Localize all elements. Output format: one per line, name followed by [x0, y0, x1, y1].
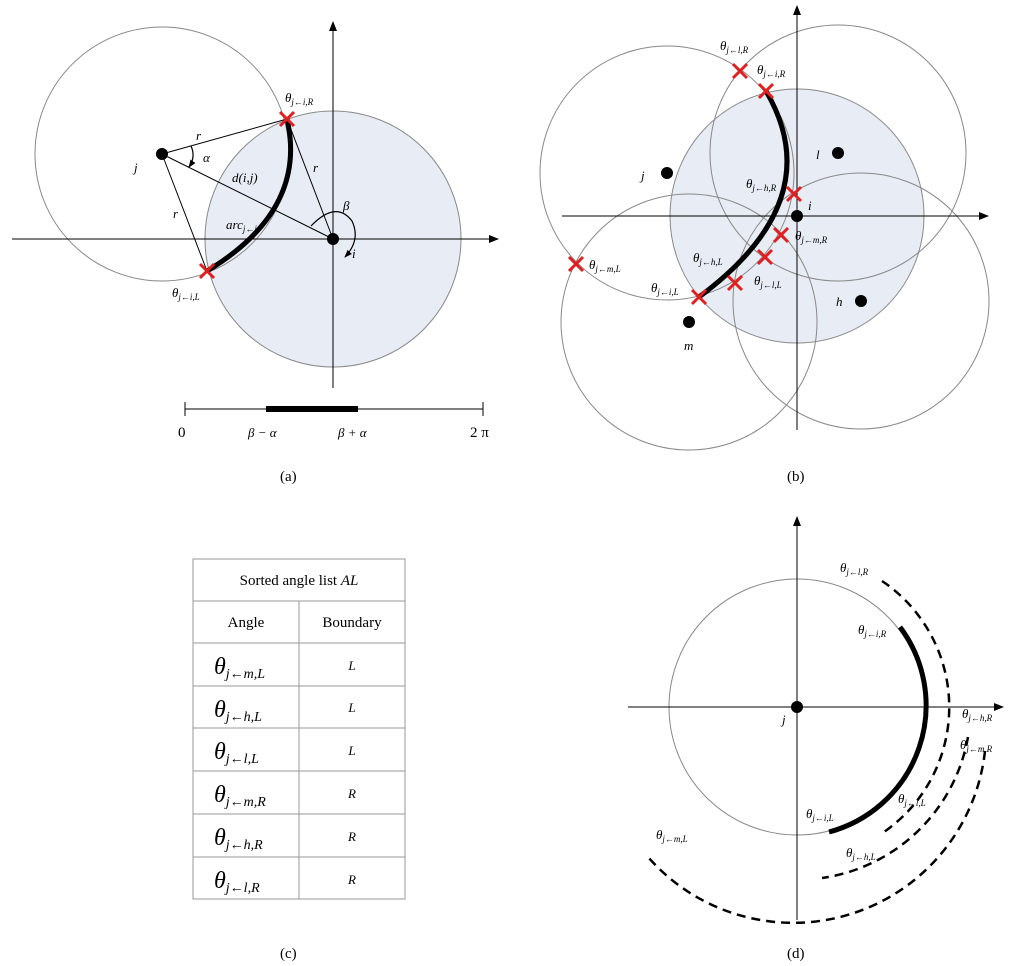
theta-hL: θj←h,L — [693, 250, 723, 267]
beta-arc — [310, 211, 356, 258]
theta-iL: θj←i,L — [651, 280, 679, 297]
table-header-angle: Angle — [228, 615, 265, 631]
cross-lL — [726, 274, 744, 292]
node-j-dot — [661, 167, 673, 179]
table-title: Sorted angle list AL — [240, 573, 359, 589]
cross-iR — [757, 82, 775, 100]
theta-iR: θj←i,R — [757, 62, 786, 79]
cross-theta-r — [278, 110, 296, 128]
dashed-arc-h — [821, 736, 970, 880]
table-row-angle: θj←l,L — [214, 739, 259, 767]
label-h: h — [836, 294, 843, 309]
circle-l — [709, 24, 967, 282]
table-row-angle: θj←l,R — [214, 868, 260, 896]
cross-iL — [690, 288, 708, 306]
theta-mR: θj←m,R — [960, 737, 993, 754]
arc-j-i — [697, 89, 790, 300]
panel-c: Sorted angle list AL Angle Boundary θj←m… — [192, 558, 406, 962]
label-r-lower: r — [173, 206, 179, 221]
node-m-dot — [683, 316, 695, 328]
cross-mL — [567, 255, 585, 273]
label-theta-l: θj←i,L — [172, 285, 200, 302]
theta-iR: θj←i,R — [858, 622, 887, 639]
theta-hR: θj←h,R — [962, 706, 993, 723]
node-l-dot — [832, 147, 844, 159]
alpha-arc — [188, 145, 196, 168]
panel-a: j i r r r α β d(i,j) arcj←i θj←i,R θj←i,… — [12, 21, 499, 485]
radius-line-right — [286, 118, 334, 240]
table-row-boundary: L — [347, 700, 355, 715]
label-i: i — [808, 198, 812, 213]
arc-j-i — [205, 118, 294, 274]
theta-lR: θj←l,R — [840, 560, 869, 577]
label-i: i — [352, 246, 356, 261]
cross-mR — [772, 226, 790, 244]
cross-hL — [756, 248, 774, 266]
node-i-dot — [327, 233, 339, 245]
caption-a: (a) — [280, 469, 297, 485]
scale-end: 2 π — [470, 425, 489, 441]
panel-d: j θj←l,R θj←i,R θj←h,R θj←m,R θj←l,L θj←… — [628, 516, 1004, 962]
table-row-angle: θj←m,R — [214, 782, 266, 810]
scale-start: 0 — [178, 425, 186, 441]
table-row-boundary: L — [347, 743, 355, 758]
theta-mL: θj←m,L — [656, 827, 688, 844]
label-l: l — [816, 147, 820, 162]
cross-hR — [785, 185, 803, 203]
label-alpha: α — [203, 150, 211, 165]
table-row-boundary: R — [347, 872, 356, 887]
node-i-dot — [791, 210, 803, 222]
node-j-dot — [791, 701, 803, 713]
label-j: j — [132, 160, 138, 175]
theta-iL: θj←i,L — [806, 806, 834, 823]
circle-m — [560, 193, 818, 451]
table-row-angle: θj←h,L — [214, 697, 262, 725]
label-r-right: r — [313, 160, 319, 175]
cross-theta-l — [198, 262, 216, 280]
theta-lR: θj←l,R — [720, 38, 749, 55]
radius-line-upper — [161, 118, 288, 155]
node-h-dot — [855, 295, 867, 307]
label-theta-r: θj←i,R — [285, 90, 314, 107]
caption-b: (b) — [787, 469, 805, 485]
dashed-arc-m — [647, 750, 987, 925]
table-header-boundary: Boundary — [322, 615, 382, 631]
scale-left: β − α — [247, 425, 278, 440]
radius-line-lower — [161, 153, 208, 272]
node-j-dot — [156, 148, 168, 160]
label-beta: β — [342, 198, 350, 213]
crosses — [567, 62, 803, 306]
caption-d: (d) — [787, 946, 805, 962]
circle-h — [732, 172, 990, 430]
table-row-angle: θj←h,R — [214, 825, 263, 853]
dashed-arc-l — [880, 579, 951, 836]
solid-arc-i — [828, 625, 929, 835]
theta-mL: θj←m,L — [589, 257, 621, 274]
panel-b: j i l h m θj←l,R θj←i,R θj←h,R θj←m,R θj… — [539, 5, 990, 485]
caption-c: (c) — [280, 946, 297, 962]
theta-hL: θj←h,L — [846, 845, 876, 862]
table-row-boundary: R — [347, 786, 356, 801]
label-j: j — [639, 168, 645, 183]
theta-mR: θj←m,R — [795, 228, 828, 245]
label-dij: d(i,j) — [232, 170, 258, 185]
circle-j — [539, 45, 795, 301]
table-row-boundary: L — [347, 658, 355, 673]
label-arc: arcj←i — [226, 217, 257, 234]
theta-lL: θj←l,L — [754, 273, 782, 290]
table-row-angle: θj←m,L — [214, 654, 265, 682]
theta-hR: θj←h,R — [746, 176, 777, 193]
label-m: m — [684, 338, 693, 353]
theta-lL: θj←l,L — [898, 791, 926, 808]
angle-scale — [184, 402, 484, 416]
scale-right: β + α — [337, 425, 368, 440]
label-j: j — [780, 712, 786, 727]
cross-lR — [731, 62, 749, 80]
label-r-upper: r — [196, 128, 202, 143]
distance-line — [161, 153, 334, 240]
table-row-boundary: R — [347, 829, 356, 844]
